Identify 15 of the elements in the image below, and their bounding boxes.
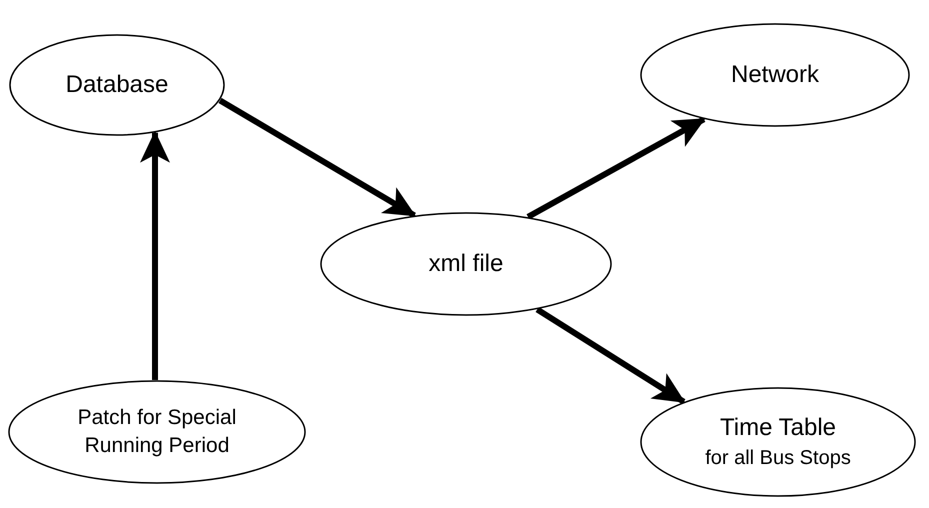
ellipse-node [320, 212, 612, 316]
arrow [218, 98, 416, 218]
arrow [140, 130, 170, 380]
node-label: for all Bus Stops [705, 446, 851, 471]
ellipse-node [640, 387, 916, 497]
arrow [526, 116, 706, 220]
node-label: Network [730, 60, 820, 90]
node-label: xml file [428, 248, 504, 279]
arrow [536, 306, 686, 404]
ellipse-node [640, 23, 910, 127]
node-label: Patch for Special Running Period [76, 404, 238, 459]
node-label: Time Table [720, 413, 836, 444]
ellipse-node [8, 380, 306, 484]
ellipse-node [9, 34, 225, 136]
node-label: Database [66, 70, 168, 100]
